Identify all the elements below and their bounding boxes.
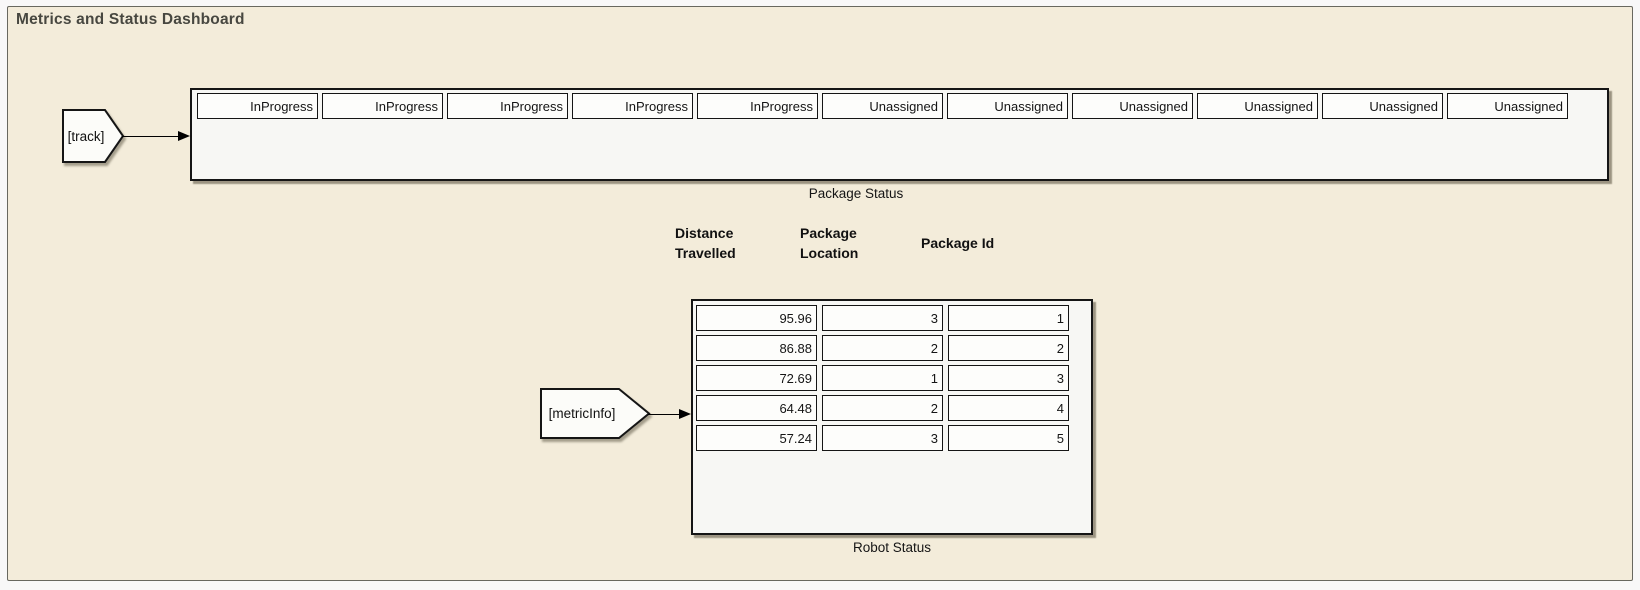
table-cell: 3 [822,425,943,451]
table-cell: 3 [948,365,1069,391]
robot-status-table: 95.96 3 1 86.88 2 2 72.69 1 3 64.48 2 4 … [696,305,1069,451]
table-cell: 2 [822,395,943,421]
table-cell: 64.48 [696,395,817,421]
column-header-distance-travelled: Distance Travelled [675,225,736,261]
pentagon-tag-shape[interactable] [62,109,125,163]
column-header-package-location: Package Location [800,225,859,261]
package-status-block-label: Package Status [808,186,904,201]
robot-status-block-label: Robot Status [852,540,932,555]
robot-status-block[interactable]: 95.96 3 1 86.88 2 2 72.69 1 3 64.48 2 4 … [691,299,1093,535]
table-cell: 1 [822,365,943,391]
status-cell: InProgress [697,93,818,119]
table-cell: 2 [948,335,1069,361]
table-cell: 5 [948,425,1069,451]
package-status-block[interactable]: InProgress InProgress InProgress InProgr… [190,88,1609,181]
status-cell: InProgress [447,93,568,119]
status-cell: Unassigned [1197,93,1318,119]
signal-wire-metricinfo[interactable] [648,413,680,416]
status-cell: InProgress [572,93,693,119]
table-cell: 3 [822,305,943,331]
table-cell: 95.96 [696,305,817,331]
status-cell: Unassigned [822,93,943,119]
column-header-package-id: Package Id [921,235,995,252]
area-title: Metrics and Status Dashboard [16,11,245,28]
status-cell: Unassigned [947,93,1068,119]
status-cell: Unassigned [1322,93,1443,119]
table-cell: 72.69 [696,365,817,391]
signal-wire-track[interactable] [122,135,180,138]
from-tag-metricinfo[interactable] [540,388,652,439]
table-cell: 86.88 [696,335,817,361]
from-tag-track-label: [track] [67,128,105,144]
status-cell: InProgress [197,93,318,119]
table-cell: 1 [948,305,1069,331]
from-tag-metricinfo-label: [metricInfo] [548,406,616,421]
from-tag-track[interactable] [62,109,126,163]
status-cell: InProgress [322,93,443,119]
table-cell: 2 [822,335,943,361]
status-cell: Unassigned [1447,93,1568,119]
package-status-cells: InProgress InProgress InProgress InProgr… [197,93,1602,119]
table-cell: 4 [948,395,1069,421]
status-cell: Unassigned [1072,93,1193,119]
wire-arrowhead [679,408,691,419]
table-cell: 57.24 [696,425,817,451]
pentagon-tag-shape[interactable] [540,388,651,439]
wire-arrowhead [178,130,190,141]
